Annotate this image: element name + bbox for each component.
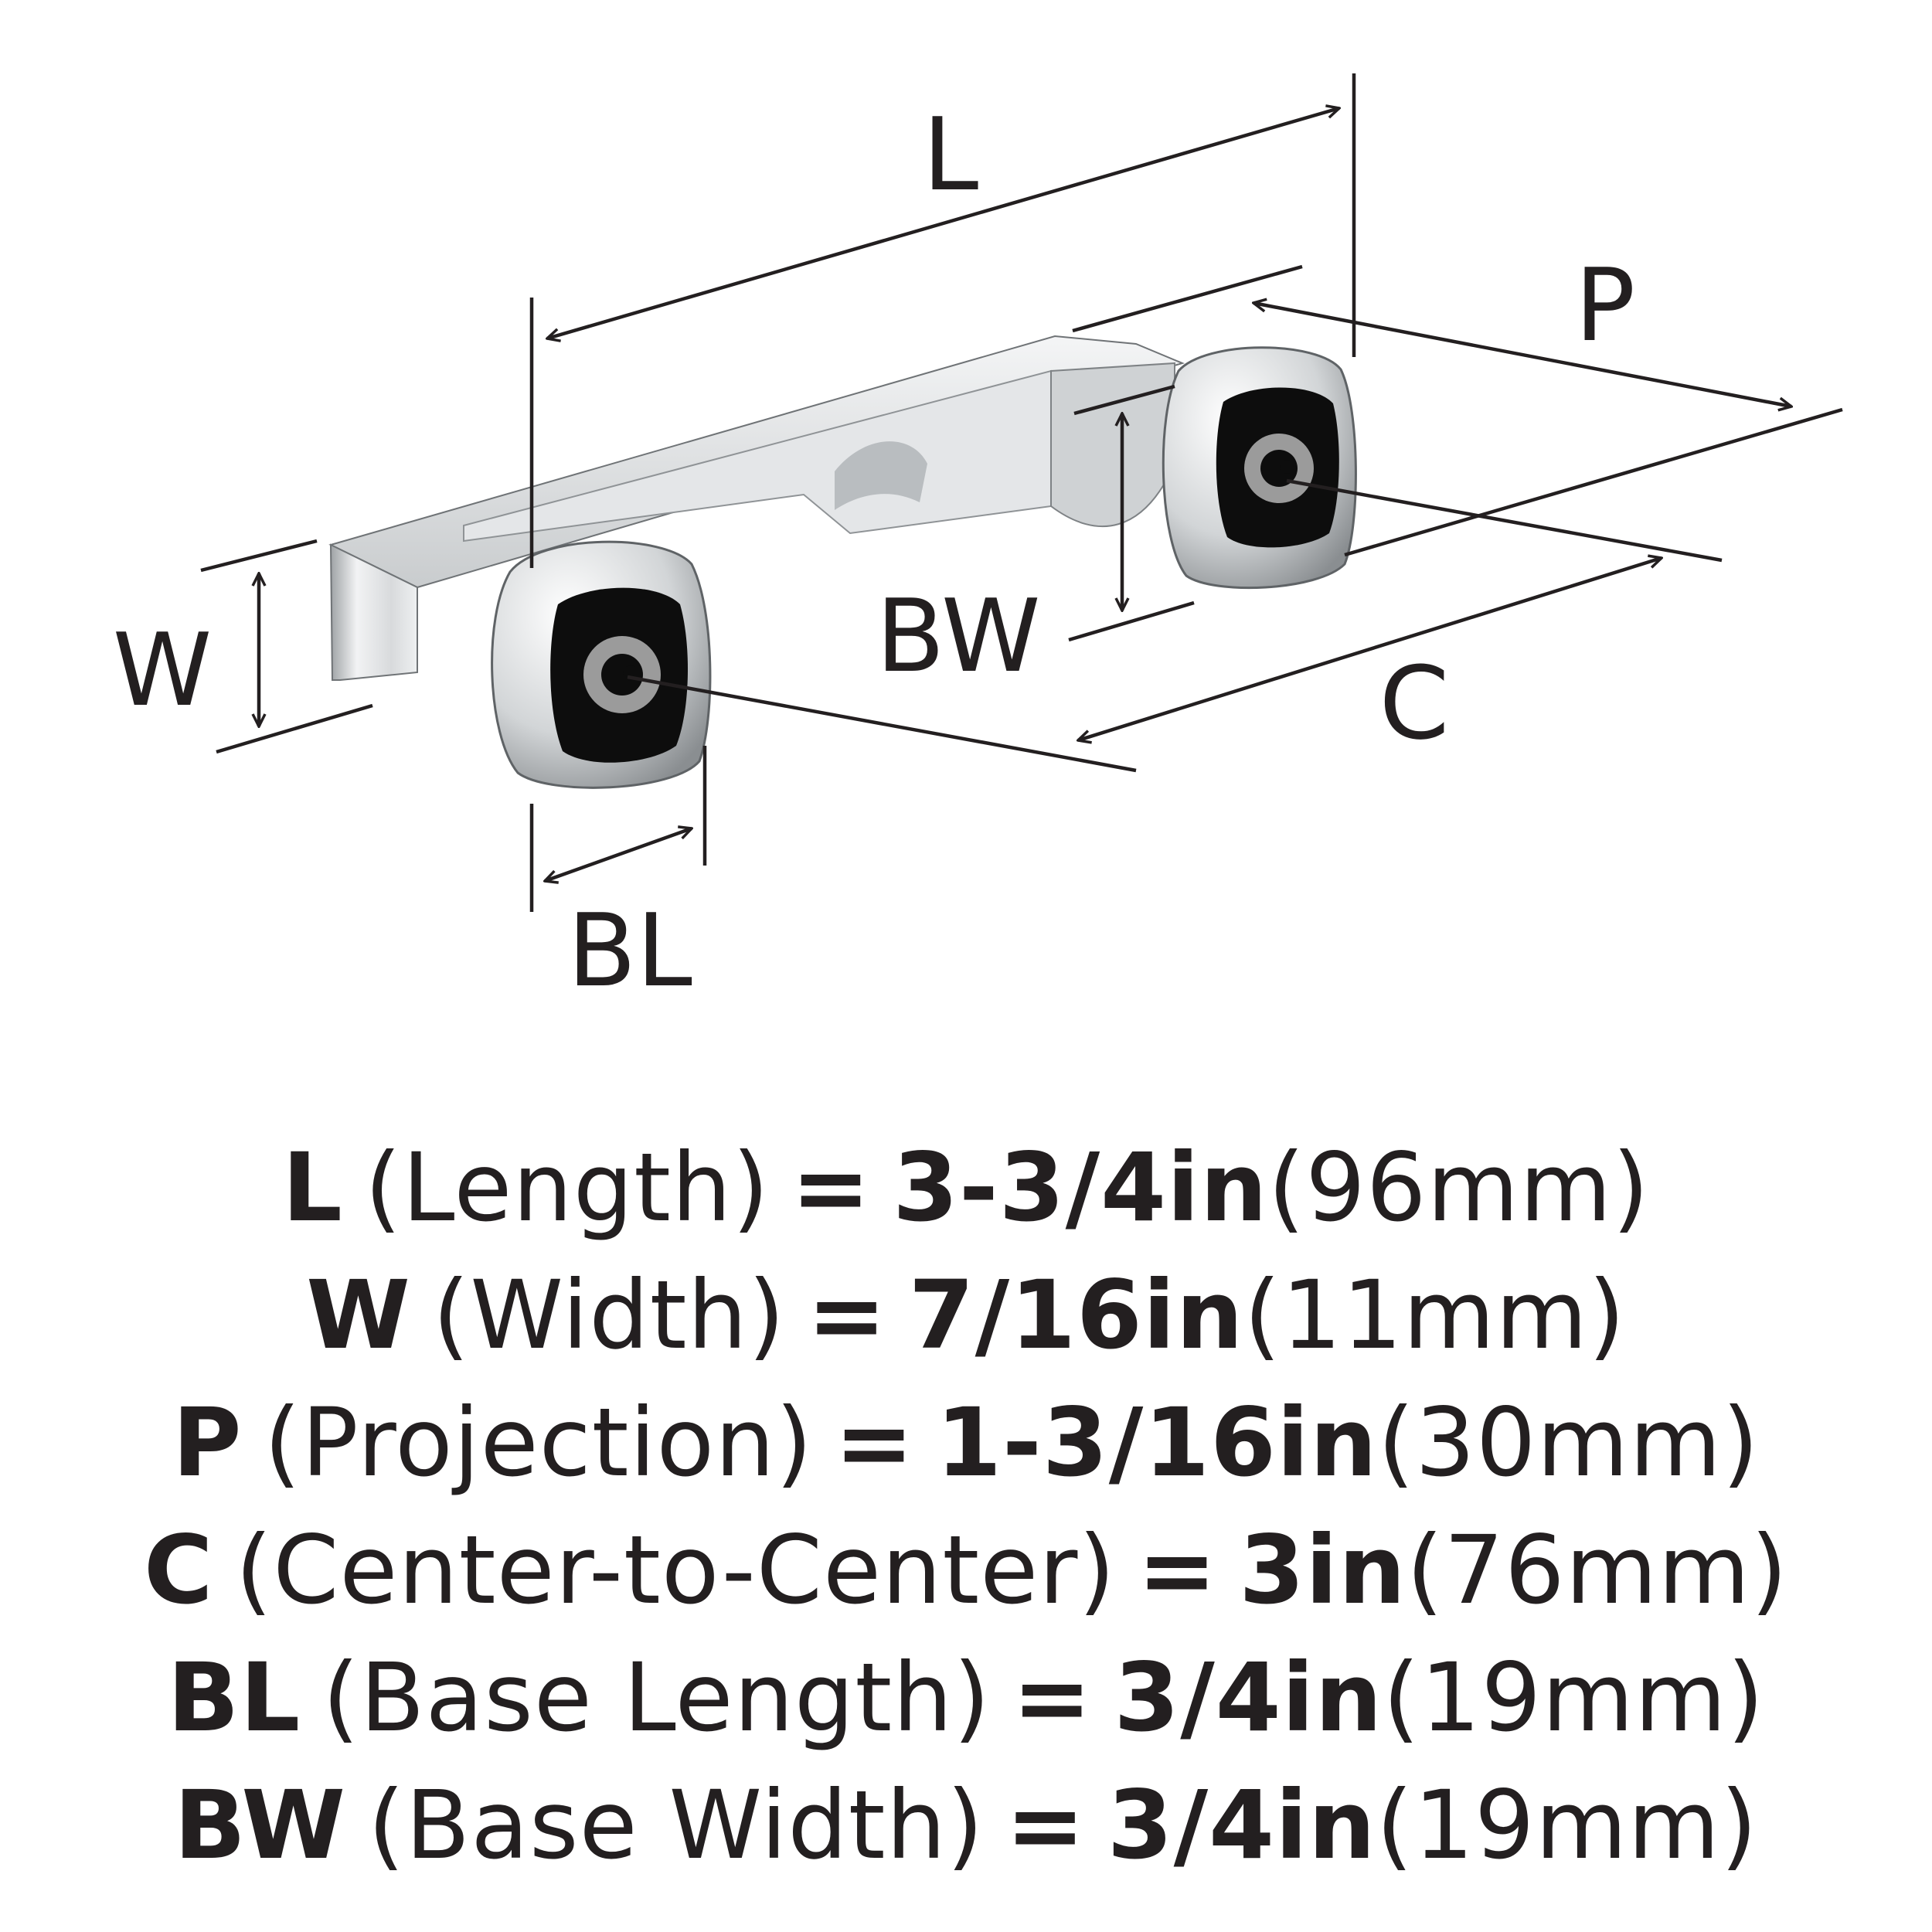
left-base: [491, 540, 712, 789]
bw-extension-top: [1073, 384, 1175, 416]
handle-inner-arch: [1050, 362, 1175, 528]
spec-imperial: 7/16in: [908, 1260, 1244, 1370]
label-p: P: [1575, 247, 1635, 364]
label-bl: BL: [567, 892, 692, 1009]
spec-equals: =: [1138, 1515, 1218, 1625]
spec-code: P: [172, 1388, 243, 1498]
c-extension-right: [1286, 478, 1723, 563]
spec-row-base-length: BL (Base Length) = 3/4in (19mm): [0, 1634, 1932, 1762]
spec-metric: (76mm): [1406, 1515, 1788, 1625]
spec-metric: (19mm): [1383, 1643, 1765, 1753]
label-c: C: [1379, 645, 1450, 762]
spec-imperial: 1-3/16in: [936, 1388, 1378, 1498]
right-base: [1162, 346, 1357, 590]
spec-code: L: [282, 1133, 343, 1243]
spec-metric: (11mm): [1243, 1260, 1626, 1370]
spec-metric: (19mm): [1376, 1770, 1758, 1880]
dimension-diagram: L P W BW C BL: [113, 73, 1843, 1009]
specification-list: L (Length) = 3-3/4in (96mm) W (Width) = …: [0, 1124, 1932, 1889]
l-dimension-line: [547, 108, 1339, 338]
w-extension-bottom: [216, 703, 373, 754]
spec-imperial: 3/4in: [1114, 1643, 1383, 1753]
bl-dimension-line: [545, 828, 692, 881]
handle-bar-front: [329, 543, 418, 681]
spec-code: BL: [167, 1643, 301, 1753]
spec-name: (Base Length): [322, 1643, 992, 1753]
handle-pull-illustration: [328, 335, 1357, 789]
spec-equals: =: [1012, 1643, 1093, 1753]
dimension-labels: L P W BW C BL: [113, 96, 1635, 1009]
dimension-lines: [200, 73, 1843, 912]
spec-code: C: [144, 1515, 214, 1625]
spec-equals: =: [791, 1133, 872, 1243]
spec-name: (Width): [432, 1260, 786, 1370]
w-extension-top: [200, 539, 318, 573]
spec-imperial: 3-3/4in: [893, 1133, 1268, 1243]
spec-code: W: [306, 1260, 411, 1370]
spec-name: (Center-to-Center): [235, 1515, 1117, 1625]
spec-metric: (96mm): [1267, 1133, 1650, 1243]
p-extension-top: [1072, 264, 1303, 333]
handle-bar-side: [463, 369, 1052, 543]
bw-extension-bottom: [1068, 600, 1195, 642]
c-extension-left: [627, 675, 1137, 773]
p-dimension-line: [1253, 303, 1791, 406]
spec-metric: (30mm): [1377, 1388, 1760, 1498]
spec-row-center-to-center: C (Center-to-Center) = 3in (76mm): [0, 1507, 1932, 1634]
label-bw: BW: [876, 577, 1040, 695]
spec-name: (Length): [364, 1133, 770, 1243]
spec-imperial: 3/4in: [1107, 1770, 1376, 1880]
spec-row-projection: P (Projection) = 1-3/16in (30mm): [0, 1379, 1932, 1507]
spec-name: (Base Width): [368, 1770, 985, 1880]
spec-equals: =: [1005, 1770, 1086, 1880]
spec-row-base-width: BW (Base Width) = 3/4in (19mm): [0, 1762, 1932, 1889]
label-w: W: [113, 611, 213, 729]
spec-code: BW: [174, 1770, 346, 1880]
spec-equals: =: [835, 1388, 915, 1498]
spec-row-width: W (Width) = 7/16in (11mm): [0, 1252, 1932, 1379]
c-dimension-line: [1078, 558, 1662, 740]
spec-name: (Projection): [264, 1388, 814, 1498]
spec-imperial: 3in: [1239, 1515, 1406, 1625]
p-extension-bottom: [1344, 407, 1843, 557]
spec-row-length: L (Length) = 3-3/4in (96mm): [0, 1124, 1932, 1252]
label-l: L: [923, 96, 978, 213]
spec-equals: =: [807, 1260, 887, 1370]
